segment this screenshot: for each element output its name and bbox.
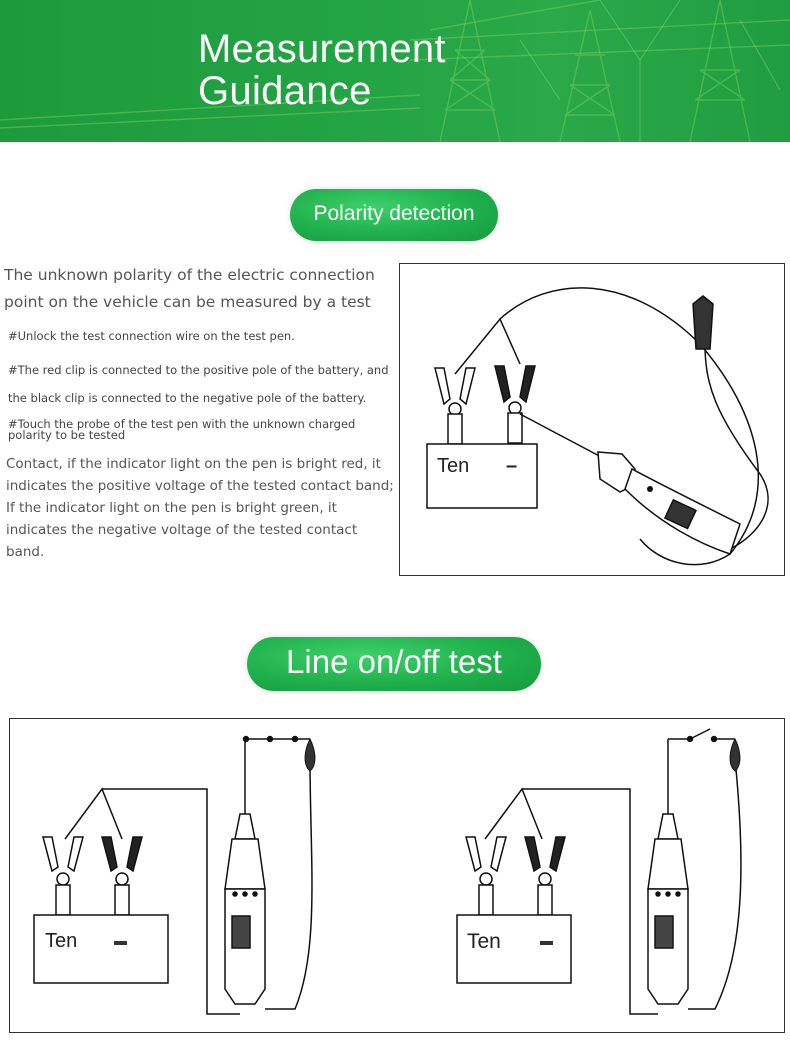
- left-bulb-icon: [304, 737, 316, 772]
- right-red-clip-icon: [465, 836, 507, 916]
- left-black-clip-icon: [101, 836, 143, 916]
- line-test-figure: Ten Ten: [9, 718, 785, 1033]
- title-line-2: Guidance: [198, 69, 372, 113]
- test-pen-icon: [519, 295, 741, 555]
- battery-icon: [426, 443, 538, 509]
- step-1: #Unlock the test connection wire on the …: [8, 329, 295, 343]
- right-circuit: [484, 728, 742, 1015]
- polarity-figure: Ten –: [399, 263, 785, 576]
- right-battery-mark: [540, 941, 553, 945]
- section-heading-line-test: Line on/off test: [247, 637, 541, 691]
- polarity-diagram: [426, 287, 769, 566]
- result-paragraph: Contact, if the indicator light on the p…: [6, 456, 394, 560]
- left-battery-label: Ten: [45, 930, 78, 952]
- step-2: #The red clip is connected to the positi…: [8, 363, 389, 377]
- right-black-clip-icon: [524, 836, 566, 916]
- pylon-background: [0, 0, 790, 142]
- title-line-1: Measurement: [198, 27, 446, 71]
- right-bulb-icon: [729, 737, 741, 772]
- red-clip-icon: [434, 367, 476, 445]
- page-title: Measurement Guidance: [198, 28, 446, 112]
- line-test-diagram: [33, 728, 742, 1015]
- black-clip-icon: [494, 365, 536, 444]
- section-heading-polarity: Polarity detection: [290, 189, 498, 241]
- step-3: #Touch the probe of the test pen with th…: [8, 417, 356, 442]
- left-red-clip-icon: [42, 836, 84, 916]
- battery-negative-mark: –: [506, 455, 518, 477]
- lead-paragraph: The unknown polarity of the electric con…: [4, 266, 375, 311]
- left-battery-icon: [33, 914, 169, 984]
- right-battery-label: Ten: [467, 930, 501, 953]
- header-banner: Measurement Guidance: [0, 0, 790, 142]
- battery-label: Ten: [437, 455, 470, 477]
- right-test-pen-icon: [647, 739, 689, 1005]
- left-battery-mark: [114, 941, 127, 945]
- left-circuit: [64, 735, 313, 1015]
- left-test-pen-icon: [224, 739, 266, 1005]
- right-battery-icon: [456, 914, 572, 984]
- step-2-continued: the black clip is connected to the negat…: [8, 391, 367, 405]
